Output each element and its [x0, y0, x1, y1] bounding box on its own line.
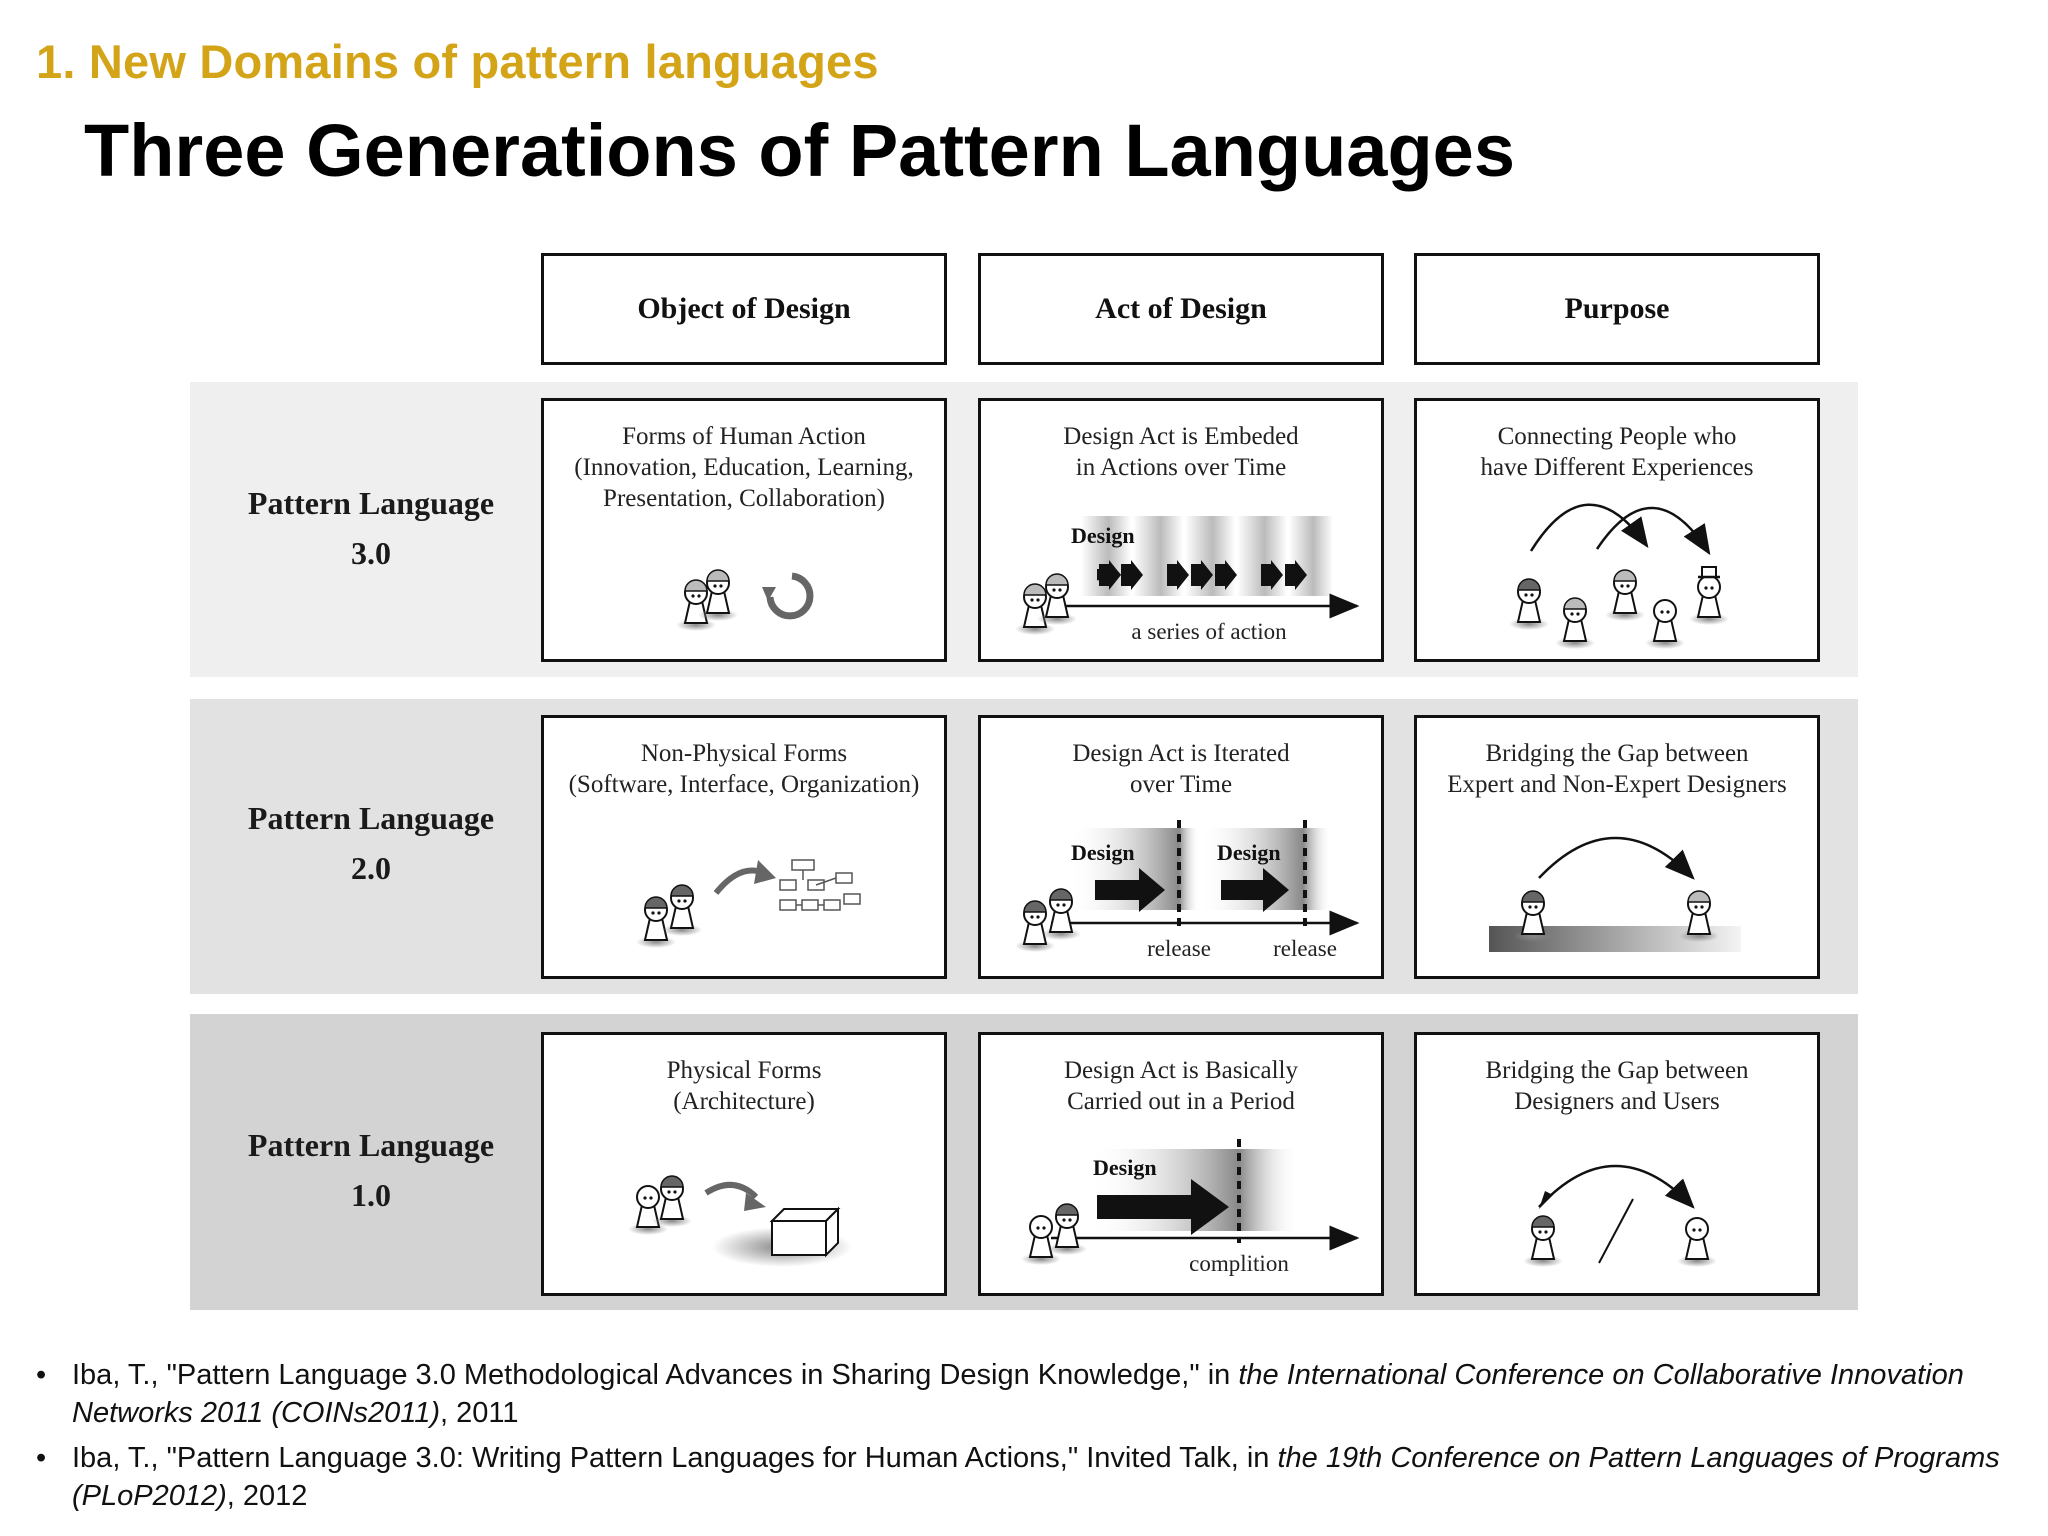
cell-text: Forms of Human Action (Innovation, Educa… [574, 423, 914, 512]
row-label-version: 3.0 [351, 535, 391, 571]
iterated-design-diagram: Design Design release release [1014, 820, 1360, 961]
row-label-version: 1.0 [351, 1177, 391, 1213]
connecting-people-illustration [1508, 503, 1731, 650]
building-box-icon [769, 1206, 841, 1258]
cycle-icon [762, 572, 814, 620]
cell-1-act: Design Act is Basically Carried out in a… [978, 1032, 1384, 1296]
reference-item: • Iba, T., "Pattern Language 3.0 Methodo… [36, 1356, 2026, 1432]
release-label-2: release [1273, 936, 1337, 961]
cell-1-purpose: Bridging the Gap between Designers and U… [1414, 1032, 1820, 1296]
cell-text: Design Act is Iterated over Time [1072, 740, 1290, 798]
bullet-icon: • [36, 1442, 47, 1474]
cell-3-act: Design Act is Embeded in Actions over Ti… [978, 398, 1384, 662]
designer-user-gap-illustration [1522, 1164, 1718, 1268]
release-label-1: release [1147, 936, 1211, 961]
row-label-name: Pattern Language [247, 1127, 495, 1163]
bullet-icon: • [36, 1359, 47, 1391]
cell-text: Non-Physical Forms (Software, Interface,… [568, 740, 920, 798]
column-header-act: Act of Design [978, 253, 1384, 365]
axis-label: complition [1189, 1251, 1289, 1276]
axis-label: a series of action [1131, 619, 1287, 644]
row-label-version: 2.0 [351, 850, 391, 886]
expert-gap-illustration [1489, 836, 1741, 952]
cell-text: Bridging the Gap between Designers and U… [1485, 1057, 1749, 1115]
cell-text: Bridging the Gap between Expert and Non-… [1447, 740, 1787, 798]
physical-forms-illustration [627, 1175, 852, 1267]
cell-1-object: Physical Forms (Architecture) [541, 1032, 947, 1296]
embedded-design-diagram: Design a series of action [1014, 516, 1360, 644]
row-label-1: Pattern Language 1.0 [190, 1120, 552, 1220]
cell-3-object: Forms of Human Action (Innovation, Educa… [541, 398, 947, 662]
design-label: Design [1071, 523, 1135, 548]
cell-text: Design Act is Embeded in Actions over Ti… [1063, 423, 1299, 481]
design-label: Design [1093, 1155, 1157, 1180]
cell-3-purpose: Connecting People who have Different Exp… [1414, 398, 1820, 662]
cell-2-act: Design Act is Iterated over Time Design … [978, 715, 1384, 979]
design-label-1: Design [1071, 840, 1135, 865]
column-header-purpose: Purpose [1414, 253, 1820, 365]
cell-2-purpose: Bridging the Gap between Expert and Non-… [1414, 715, 1820, 979]
column-header-object: Object of Design [541, 253, 947, 365]
org-chart-icon [779, 859, 861, 911]
cell-text: Connecting People who have Different Exp… [1480, 423, 1754, 481]
human-action-illustration [675, 569, 814, 632]
cell-text: Design Act is Basically Carried out in a… [1064, 1057, 1298, 1115]
row-label-3: Pattern Language 3.0 [190, 478, 552, 578]
references-list: • Iba, T., "Pattern Language 3.0 Methodo… [36, 1356, 2026, 1522]
row-label-name: Pattern Language [247, 800, 495, 836]
non-physical-forms-illustration [635, 859, 861, 949]
page-title: Three Generations of Pattern Languages [84, 109, 1515, 192]
period-design-diagram: Design complition [1020, 1139, 1360, 1276]
cell-text: Physical Forms (Architecture) [666, 1057, 822, 1115]
row-label-name: Pattern Language [247, 485, 495, 521]
design-label-2: Design [1217, 840, 1281, 865]
section-title: 1. New Domains of pattern languages [36, 35, 879, 88]
cell-2-object: Non-Physical Forms (Software, Interface,… [541, 715, 947, 979]
reference-item: • Iba, T., "Pattern Language 3.0: Writin… [36, 1439, 2026, 1515]
row-label-2: Pattern Language 2.0 [190, 793, 552, 893]
